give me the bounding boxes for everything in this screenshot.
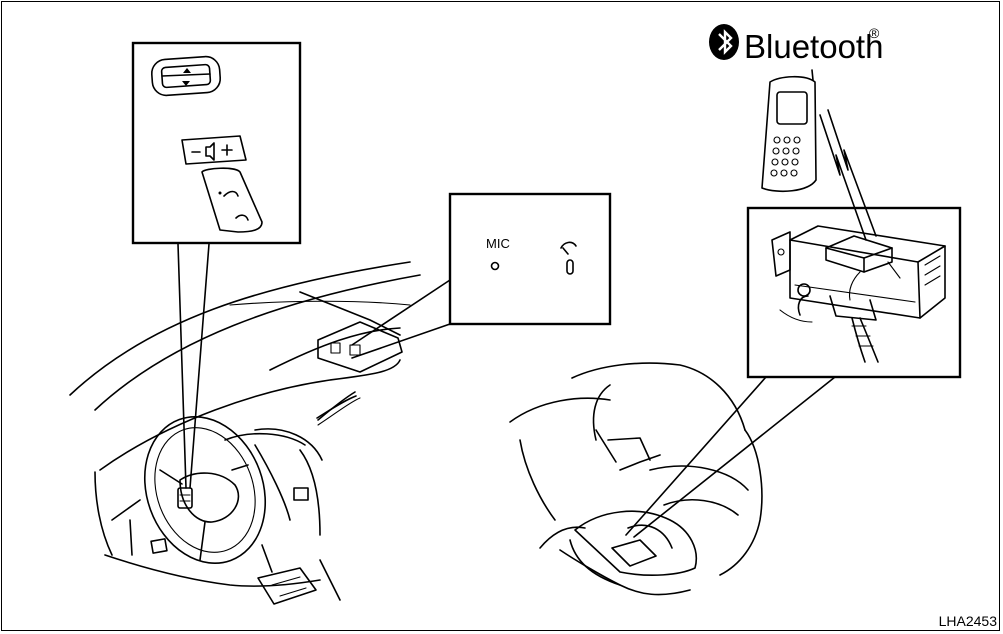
phone-handset-icon	[560, 241, 577, 255]
registered-mark: ®	[869, 25, 880, 41]
bluetooth-rune-icon	[709, 24, 739, 60]
volume-switch-icon	[181, 135, 247, 165]
bluetooth-logo: Bluetooth ®	[709, 24, 883, 65]
mic-label: MIC	[486, 236, 510, 251]
dashboard-illustration	[69, 261, 421, 605]
figure-id: LHA2453	[939, 613, 998, 629]
phone-switch-button-icon	[566, 259, 574, 275]
seat-illustration	[509, 362, 763, 596]
control-unit-icon	[771, 225, 946, 363]
bluetooth-wordmark: Bluetooth	[744, 28, 883, 65]
phone-switch-icon	[201, 167, 263, 233]
up-down-switch-icon	[150, 55, 222, 97]
steering-switch-callout	[131, 41, 302, 489]
bluetooth-signal-icon	[819, 109, 877, 241]
microphone-icon	[490, 261, 500, 271]
cell-phone-icon	[761, 69, 817, 193]
control-unit-callout	[625, 206, 962, 538]
microphone-callout: MIC	[351, 192, 612, 359]
